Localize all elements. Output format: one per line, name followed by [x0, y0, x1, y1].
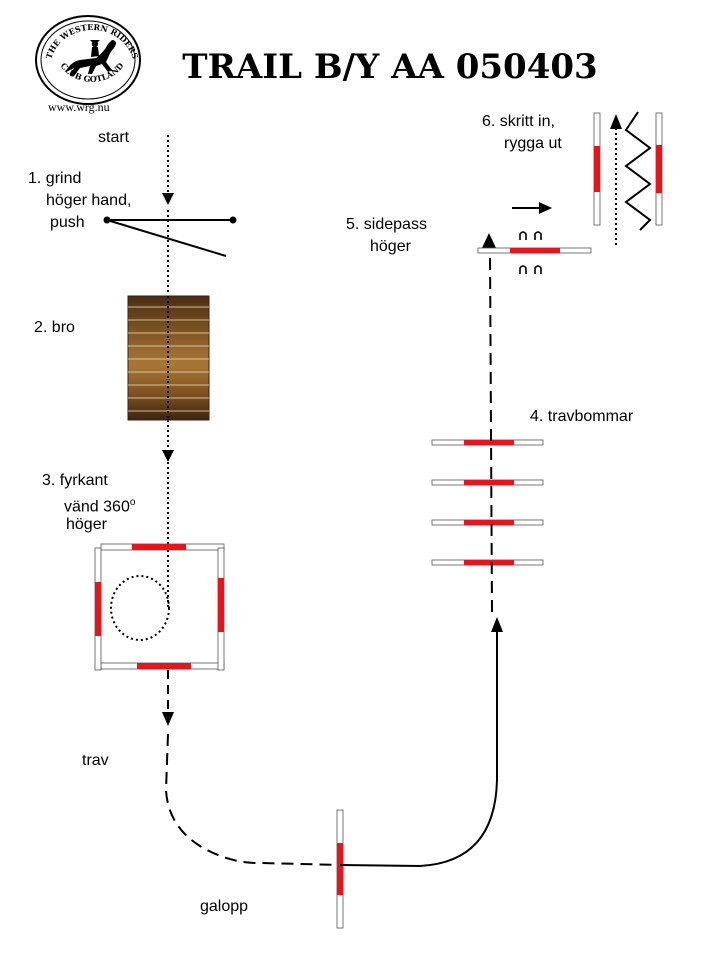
label-gate-line3: push	[50, 214, 85, 231]
hoofprint-icon	[519, 231, 542, 274]
club-logo: THE WESTERN RIDERS CLUB GOTLAND	[35, 15, 141, 105]
arrow-down-icon	[162, 450, 174, 462]
arrow-up-icon	[491, 617, 503, 632]
degree-superscript: o	[129, 497, 136, 508]
label-trot: trav	[82, 752, 109, 769]
backup-obstacle	[593, 111, 663, 245]
label-box-line1: 3. fyrkant	[42, 472, 108, 489]
arrow-up-icon	[482, 233, 496, 248]
label-gate-line2: höger hand,	[46, 192, 132, 209]
arrow-right-icon	[539, 202, 552, 214]
label-box-line3: höger	[66, 516, 107, 533]
label-trot-poles: 4. travbommar	[530, 408, 634, 425]
start-path	[162, 135, 174, 205]
lope-pole	[336, 809, 344, 929]
arrow-down-icon	[162, 193, 174, 205]
trot-path	[162, 670, 341, 866]
turn-360-circle	[110, 575, 170, 641]
label-walk-line2: rygga ut	[504, 135, 562, 152]
trot-poles-obstacle	[431, 439, 544, 566]
gate-obstacle	[103, 216, 237, 257]
label-gate-line1: 1. grind	[28, 170, 82, 187]
label-lope: galopp	[200, 898, 249, 915]
arrow-up-icon	[610, 114, 622, 129]
trot-poles-path	[489, 249, 493, 613]
box-obstacle	[94, 543, 225, 671]
sidepass-obstacle	[477, 202, 592, 274]
page-title: TRAIL B/Y AA 050403	[182, 47, 597, 87]
bridge-obstacle	[127, 295, 210, 421]
label-sidepass-line2: höger	[370, 238, 411, 255]
horse-rider-icon	[66, 40, 116, 76]
lope-path	[339, 630, 498, 868]
arrow-down-icon	[162, 712, 174, 726]
label-start: start	[98, 129, 130, 146]
label-sidepass-line1: 5. sidepass	[346, 216, 427, 233]
label-walk-line1: 6. skritt in,	[482, 113, 555, 130]
club-url: www.wrg.nu	[48, 100, 110, 114]
label-bridge: 2. bro	[34, 319, 75, 336]
label-box-line2: vänd 360o	[64, 497, 136, 516]
